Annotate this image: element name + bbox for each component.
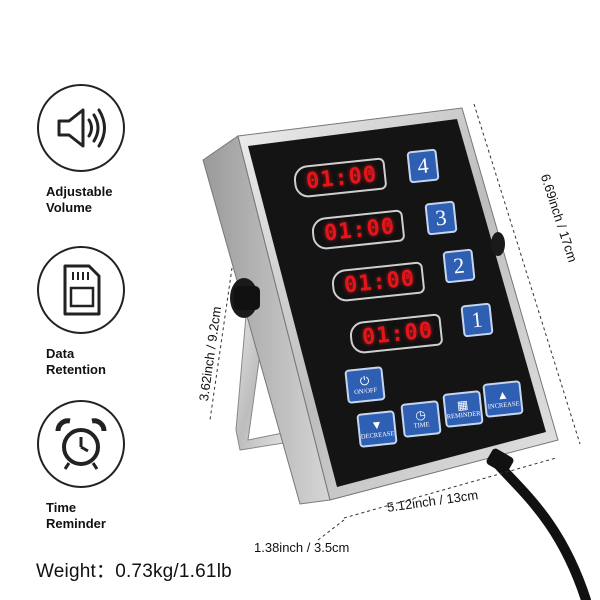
time-button[interactable]: ◷ TIME: [400, 400, 442, 438]
retention-feature-label: Data Retention: [46, 346, 106, 377]
decrease-label: DECREASE: [360, 430, 395, 441]
timer-display-4-digits: 01:00: [304, 161, 379, 194]
speaker-icon: [57, 108, 106, 148]
volume-feature-circle: [37, 84, 125, 172]
reminder-feature-circle: [37, 400, 125, 488]
timer-display-3-digits: 01:00: [322, 213, 397, 246]
increase-label: INCREASE: [487, 400, 520, 411]
timer-4-button[interactable]: 4: [406, 148, 440, 184]
timer-display-2-digits: 01:00: [342, 265, 417, 298]
up-arrow-icon: ▲: [495, 387, 510, 403]
clock-icon: ◷: [414, 407, 427, 423]
depth-dimension-label: 1.38inch / 3.5cm: [254, 540, 350, 555]
timer-display-1-digits: 01:00: [360, 317, 435, 350]
timer-2-button[interactable]: 2: [442, 248, 476, 284]
increase-button[interactable]: ▲ INCREASE: [482, 380, 524, 418]
time-label: TIME: [413, 421, 430, 430]
alarm-clock-icon: [55, 418, 107, 470]
basket-icon: ▦: [456, 397, 469, 413]
power-icon: ⏻: [359, 373, 371, 389]
reminder-button[interactable]: ▦ REMINDER: [442, 390, 484, 428]
down-arrow-icon: ▼: [369, 417, 384, 433]
timer-3-button[interactable]: 3: [424, 200, 458, 236]
weight-text: Weight：0.73kg/1.61lb: [36, 561, 232, 582]
decrease-button[interactable]: ▼ DECREASE: [356, 410, 398, 448]
volume-feature-label: Adjustable Volume: [46, 184, 113, 215]
sd-card-icon: [63, 264, 101, 316]
on-off-label: ON/OFF: [353, 386, 378, 397]
reminder-label: REMINDER: [446, 410, 481, 421]
timer-1-button[interactable]: 1: [460, 302, 494, 338]
retention-feature-circle: [37, 246, 125, 334]
reminder-feature-label: Time Reminder: [46, 500, 106, 531]
on-off-button[interactable]: ⏻ ON/OFF: [344, 366, 386, 404]
